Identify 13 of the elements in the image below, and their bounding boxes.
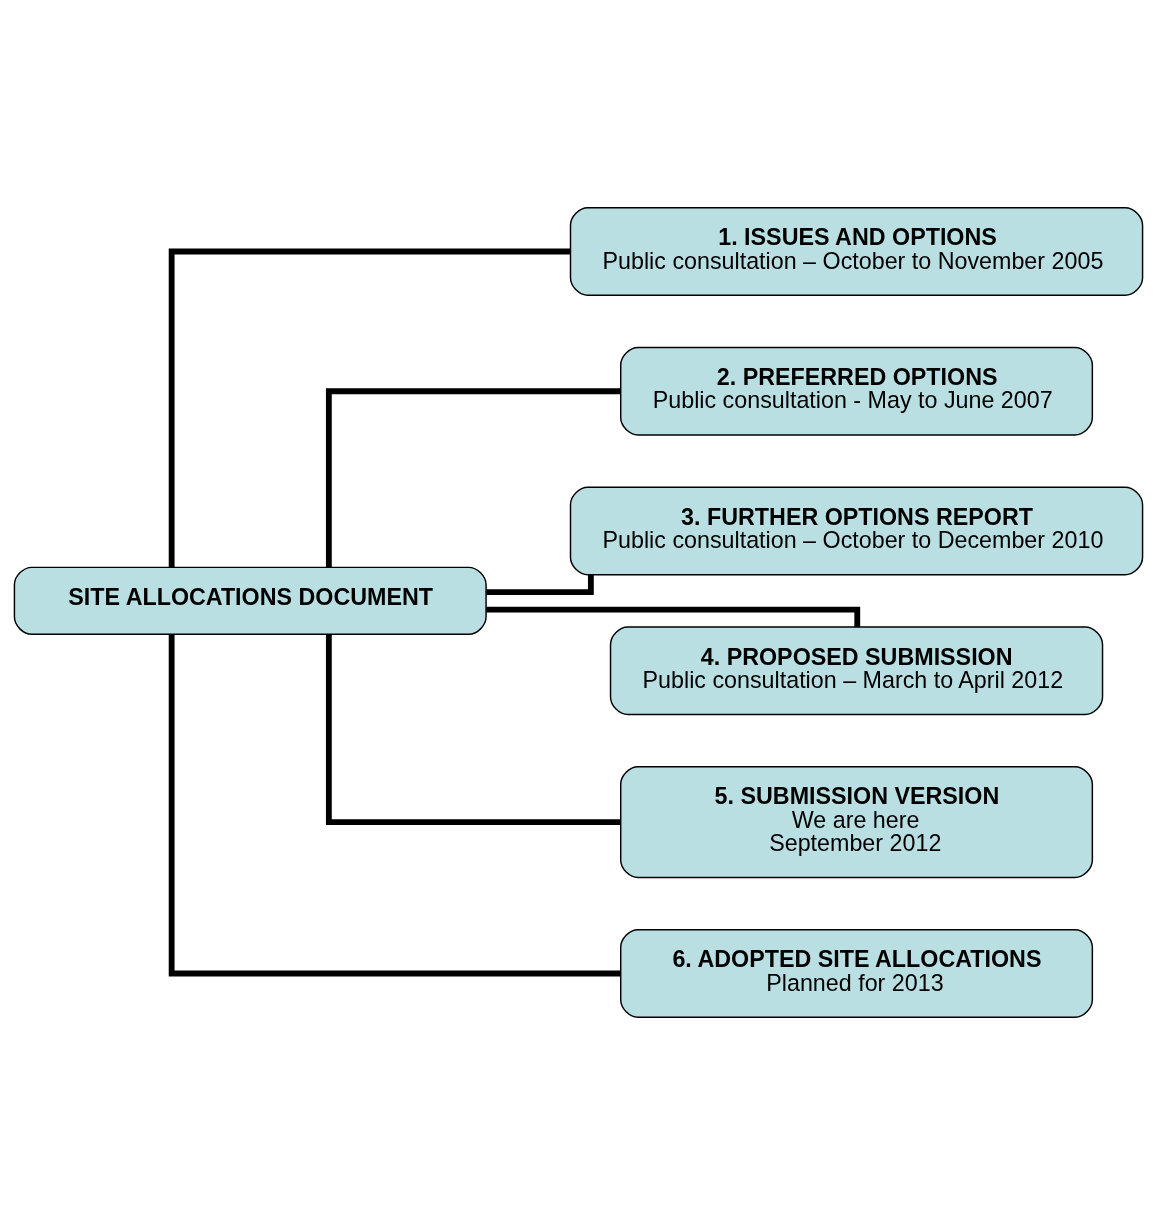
node-box: 3. FURTHER OPTIONS REPORT Public consultation – October to December 2010 [569, 486, 1144, 576]
connector [168, 634, 621, 977]
connector [486, 606, 861, 627]
node-box: 2. PREFERRED OPTIONS Public consultation - May to June 2007 [620, 346, 1094, 436]
node-box: 6. ADOPTED SITE ALLOCATIONS Planned for 2013 [620, 929, 1094, 1018]
node-box: 5. SUBMISSION VERSION We are here September 2012 [620, 766, 1094, 879]
connector [486, 574, 594, 596]
node-box: 1. ISSUES AND OPTIONS Public consultation – October to November 2005 [569, 207, 1144, 296]
connector [168, 248, 571, 568]
node-box: SITE ALLOCATIONS DOCUMENT [13, 566, 487, 636]
node-box: 4. PROPOSED SUBMISSION Public consultation – March to April 2012 [609, 626, 1104, 716]
connector [325, 388, 621, 568]
connector [325, 634, 621, 826]
